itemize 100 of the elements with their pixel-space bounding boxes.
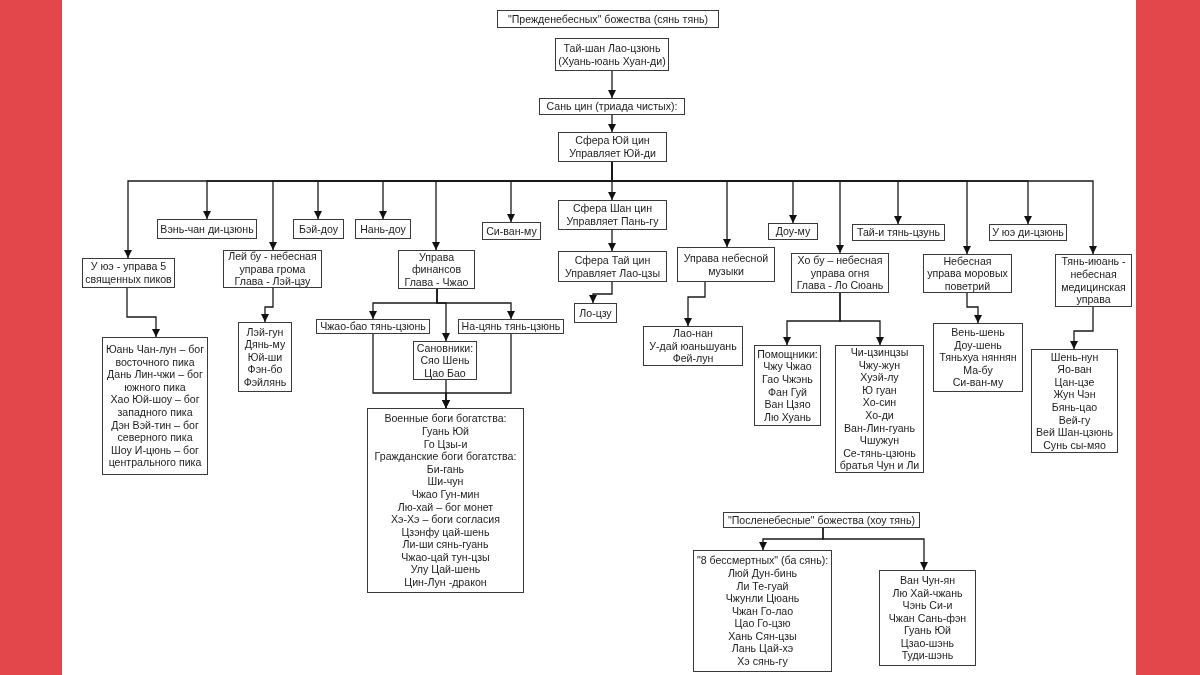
connector-arrow [589, 281, 613, 304]
deity-box [574, 303, 617, 323]
box-text: Вей Шан-цзюнь [1036, 426, 1113, 439]
connector-arrow [608, 114, 616, 133]
box-text: "Посленебесные" божества (хоу тянь) [728, 513, 915, 527]
box-text: Гао Чжэнь [762, 372, 813, 386]
box-text: Тай-и тянь-цзунь [856, 226, 940, 239]
deity-box [555, 38, 669, 71]
box-text: Глава - Чжао [404, 275, 469, 289]
box-text: Туди-шэнь [901, 649, 954, 663]
box-text: Чшужун [859, 434, 900, 447]
box-text: Хао Юй-шоу – бог западного пика [109, 393, 201, 419]
box-text: Лань Цай-хэ [731, 642, 794, 656]
box-text: Глава - Лэй-цзу [234, 275, 311, 288]
connector-arrow [608, 229, 616, 252]
box-text: Цин-Лун -дракон [404, 576, 487, 589]
deity-box [852, 224, 945, 241]
box-text: Сановники: [416, 341, 474, 355]
box-text: Бянь-цао [1051, 401, 1098, 414]
box-text: Ло-цзу [579, 306, 612, 320]
box-text: Улу Цай-шень [410, 563, 481, 577]
box-text: Чжао Гун-мин [411, 487, 480, 501]
box-text: Цзао-шэнь [900, 636, 955, 650]
connector-arrow [442, 333, 512, 409]
box-text: Ли-ши сянь-гуань [402, 538, 489, 551]
box-text: Бэй-доу [298, 222, 339, 236]
deity-box [558, 132, 667, 162]
box-text: Сфера Юй цин [575, 134, 650, 147]
box-text: Цао Бао [424, 366, 466, 380]
deity-box [693, 550, 832, 672]
box-text: Фей-лун [672, 352, 714, 365]
connector-arrow [839, 292, 884, 346]
box-text: Глава - Ло Сюань [796, 279, 884, 292]
box-text: Гражданские боги богатства: [374, 450, 517, 463]
box-text: "Прежденебесных" божества (сянь тянь) [507, 12, 709, 26]
box-text: Лю Хай-чжань [892, 586, 963, 600]
deity-box [933, 323, 1023, 392]
deity-box [223, 250, 322, 288]
box-text: Тяньхуа няннян [939, 351, 1017, 364]
deity-box [723, 512, 920, 528]
connector-arrow [608, 70, 616, 99]
box-text: Помощники: [757, 347, 818, 361]
box-text: Лю-хай – бог монет [397, 500, 494, 514]
box-text: Доу-му [775, 225, 811, 238]
box-text: (Хуань-юань Хуан-ди) [558, 54, 666, 68]
box-text: Цзэнфу цай-шень [401, 525, 490, 539]
box-text: Тай-шан Лао-цзюнь [563, 41, 661, 55]
box-text: На-цянь тянь-цзюнь [461, 320, 561, 333]
box-text: Се-тянь-цзюнь [843, 446, 916, 460]
box-text: Лэй-гун [246, 325, 284, 339]
box-text: Си-ван-му [486, 224, 537, 238]
box-text: Ли Те-гуай [736, 579, 789, 593]
box-text: Вэнь-чан ди-цзюнь [160, 222, 254, 236]
box-text: Цао Го-цзю [734, 617, 791, 630]
box-text: Ши-чун [427, 475, 464, 488]
box-text: Чжан Го-лао [731, 604, 794, 618]
box-text: "8 бессмертных" (ба сянь): [696, 554, 829, 567]
box-text: Чжан Сань-фэн [888, 611, 967, 625]
box-text: Дань Лин-чжи – бог южного пика [106, 368, 204, 394]
deity-box [768, 223, 818, 240]
deity-box [482, 222, 541, 240]
deity-box [102, 337, 208, 475]
box-text: Управляет Юй-ди [569, 147, 656, 160]
box-text: Фэйлянь [243, 375, 287, 389]
connector-arrow [684, 281, 706, 327]
box-text: Чи-цзинцзы [850, 346, 909, 359]
box-text: Би-гань [426, 462, 465, 476]
deity-box [1031, 349, 1118, 453]
connector-arrow [261, 287, 274, 323]
deity-box [293, 219, 344, 239]
box-text: Чжао-цай тун-цзы [401, 550, 490, 564]
box-text: Управляет Пань-гу [566, 215, 659, 228]
box-text: Ю гуан [862, 383, 897, 397]
box-text: Чжу-жун [858, 358, 901, 372]
box-text: Жун Чэн [1053, 388, 1096, 401]
connector-arrow [126, 287, 160, 338]
box-text: Тянь-июань - небесная медицинская управа [1060, 255, 1127, 306]
box-text: Нань-доу [360, 222, 406, 236]
box-text: Вень-шень [951, 326, 1005, 339]
box-text: Управляет Лао-цзы [564, 266, 661, 280]
box-text: Хо бу – небесная управа огня [796, 254, 884, 280]
deity-box [238, 322, 292, 392]
box-text: Цан-цзе [1054, 375, 1095, 389]
deity-box [539, 98, 685, 115]
box-text: Чэнь Си-и [902, 599, 953, 612]
box-text: Фэн-бо [247, 363, 283, 376]
box-text: Фан Гуй [768, 385, 807, 399]
box-text: Ма-бу [963, 363, 993, 377]
box-text: Вей-гу [1058, 413, 1091, 427]
box-text: Лю Хуань [763, 410, 812, 424]
box-text: Юань Чан-лун – бог восточного пика [104, 343, 206, 369]
box-text: Гуань Юй [904, 624, 951, 637]
box-text: У юэ - управа 5 священных пиков [84, 260, 173, 286]
box-text: Го Цзы-и [423, 437, 468, 451]
box-text: У-дай юаньшуань [649, 339, 737, 353]
connector-arrow [966, 292, 982, 324]
box-text: Люй Дун-бинь [727, 566, 798, 580]
box-text: Дянь-му [244, 338, 286, 351]
box-text: Хэ сянь-гу [737, 655, 788, 668]
box-text: Яо-ван [1057, 363, 1092, 376]
